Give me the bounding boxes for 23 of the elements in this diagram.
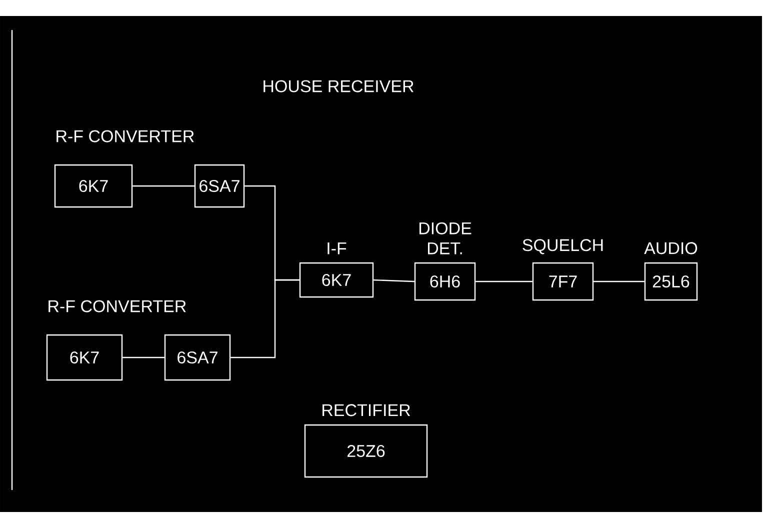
group-label: R-F CONVERTER	[48, 300, 186, 312]
tube-box: 25Z6	[304, 424, 428, 478]
tube-box: 6K7	[299, 262, 374, 298]
tube-box: 6H6	[414, 262, 476, 301]
stage-heading: SQUELCH	[522, 239, 603, 254]
tube-box: 6SA7	[194, 164, 245, 208]
tube-box: 7F7	[532, 262, 594, 301]
connector-line	[132, 185, 194, 187]
group-label: R-F CONVERTER	[56, 130, 194, 142]
tube-box: 6K7	[54, 164, 133, 208]
connector-line	[476, 280, 532, 282]
connector-line	[374, 279, 414, 282]
connector-line	[594, 280, 644, 282]
stage-heading: DIODE DET.	[419, 222, 472, 254]
connector-line	[122, 356, 164, 358]
title: HOUSE RECEIVER	[264, 80, 414, 92]
stage-heading: AUDIO	[644, 242, 698, 254]
stage-heading: RECTIFIER	[322, 404, 410, 416]
stage-heading: I-F	[328, 242, 346, 254]
tube-box: 6SA7	[164, 334, 231, 381]
tube-box: 6K7	[46, 334, 123, 381]
connector-line	[230, 279, 300, 358]
tube-box: 25L6	[644, 262, 698, 301]
